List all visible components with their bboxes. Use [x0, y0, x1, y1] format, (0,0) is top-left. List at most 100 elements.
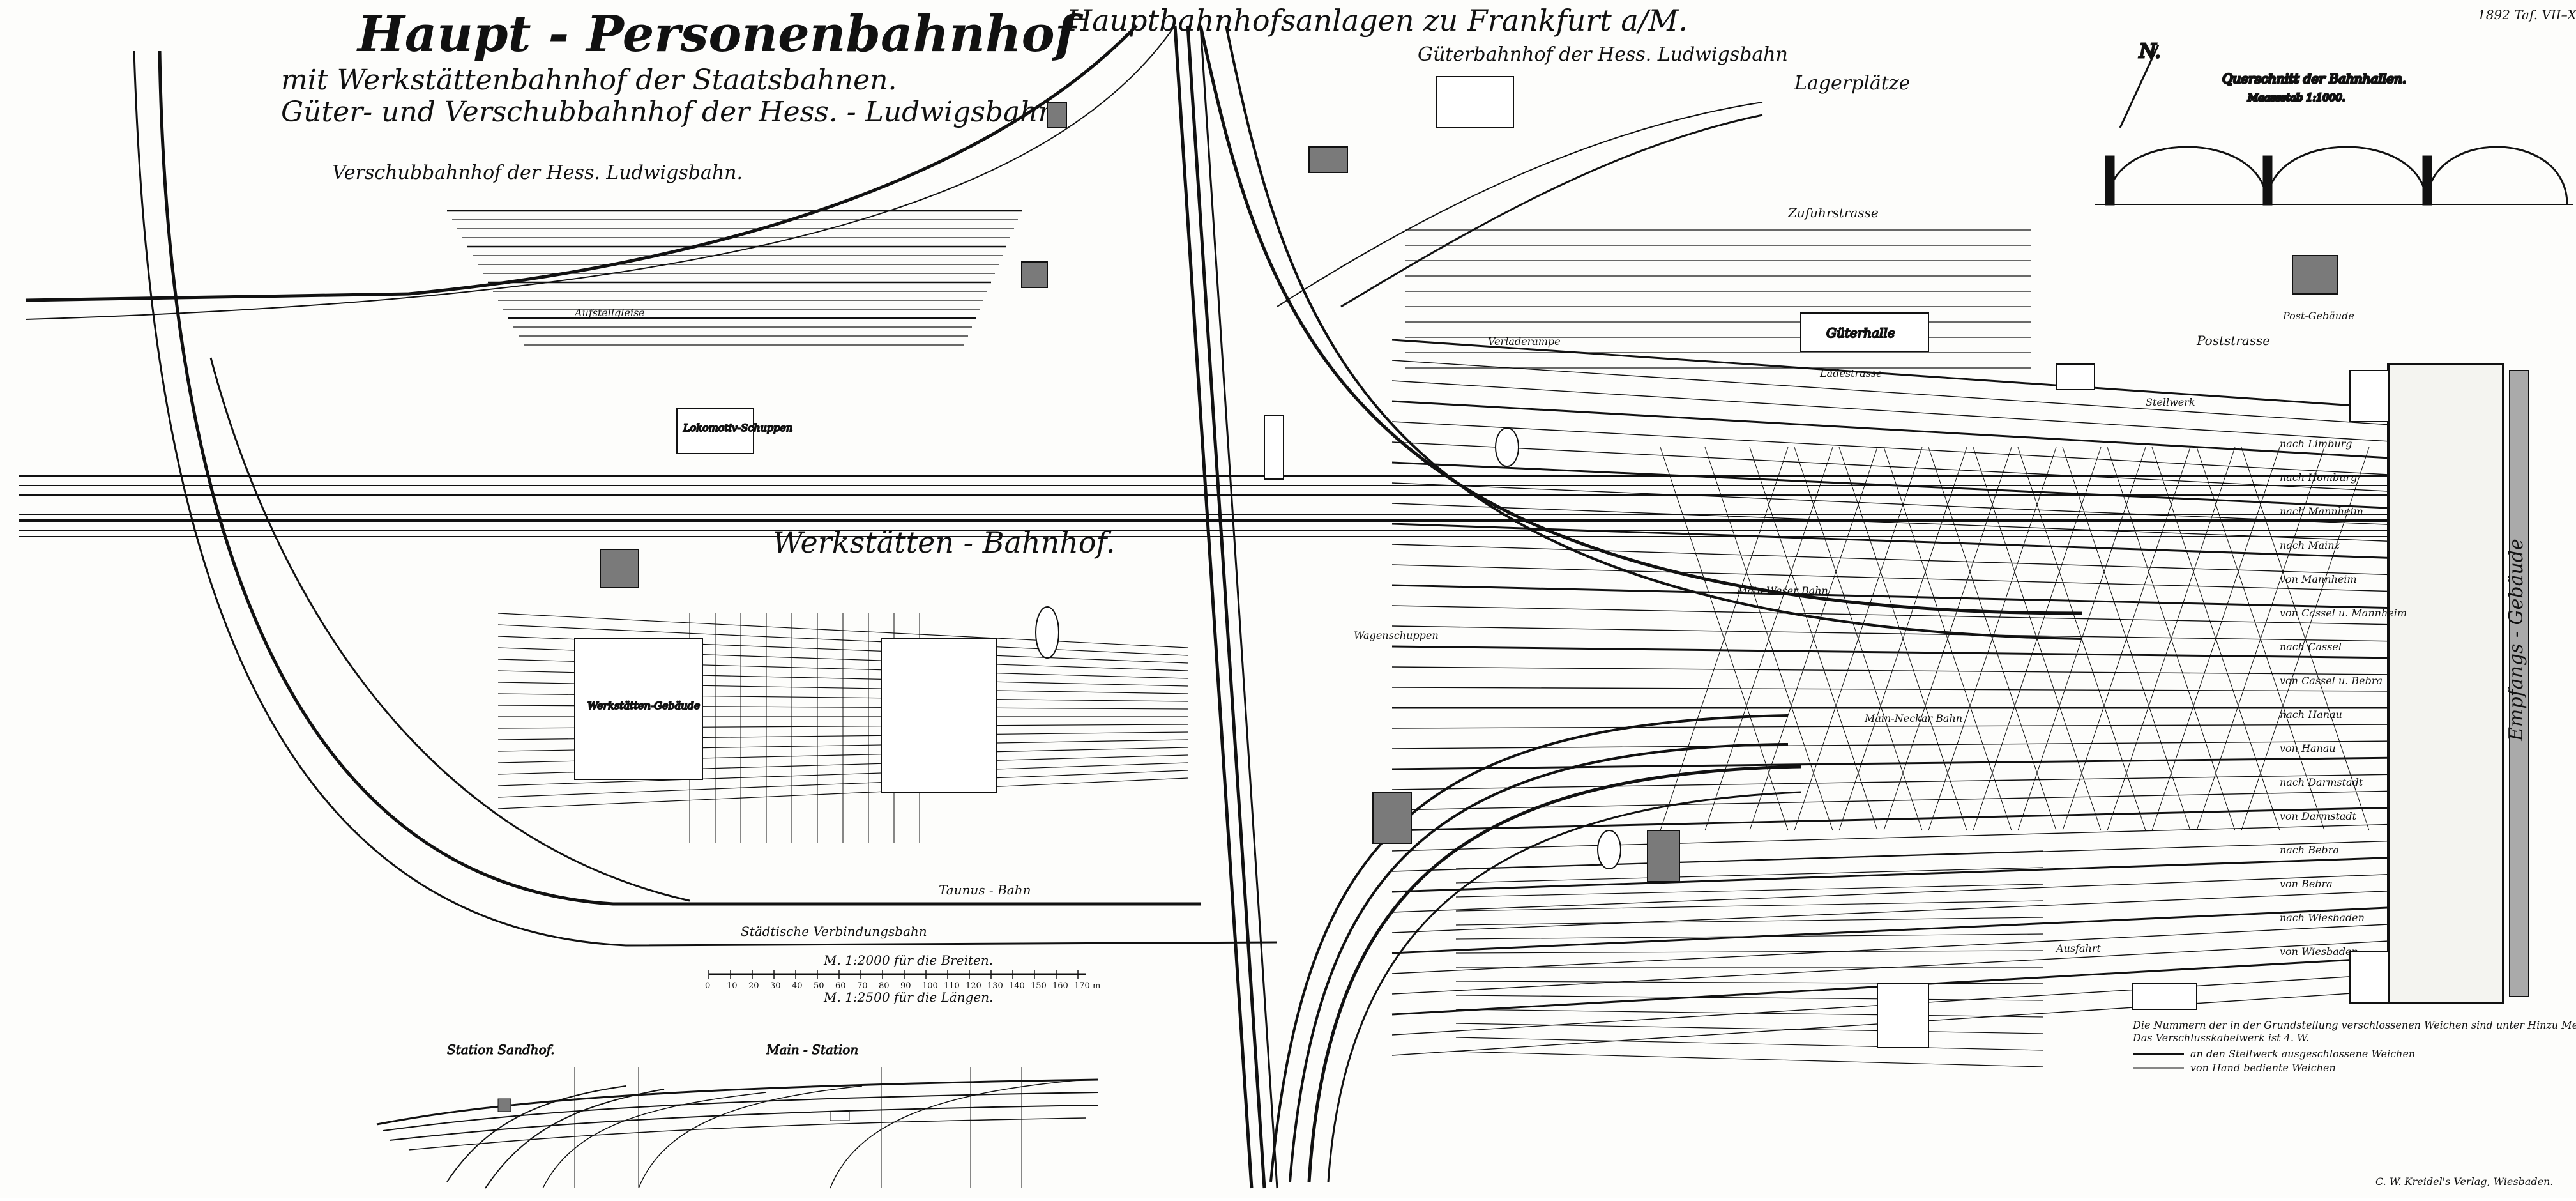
title-line-1: Haupt - Personenbahnhof — [356, 5, 1084, 63]
scale-tick-label: 20 — [748, 981, 759, 991]
scale-tick-label: 50 — [814, 981, 824, 991]
curve-north-east-2 — [1225, 25, 2082, 640]
scale-tick-label: 110 — [944, 981, 960, 991]
werkstaetten-label: Werkstätten-Gebäude — [587, 700, 700, 712]
route-label: von Bebra — [2280, 878, 2333, 890]
empfangs-label: Empfangs - Gebäude — [2505, 539, 2527, 742]
legend-line-1: Die Nummern der in der Grundstellung ver… — [2132, 1019, 2576, 1031]
legend-line-3: an den Stellwerk ausgeschlossene Weichen — [2190, 1048, 2415, 1060]
route-label: nach Cassel — [2280, 641, 2342, 653]
main-station-label: Main - Station — [766, 1042, 858, 1057]
misc-labels: Lagerplätze Zufuhrstrasse Taunus - Bahn … — [573, 72, 2195, 954]
route-label: nach Limburg — [2280, 438, 2352, 450]
tracks — [19, 210, 2402, 1067]
scale-tick-label: 60 — [835, 981, 846, 991]
scale-tick-label: 150 — [1031, 981, 1047, 991]
route-labels: nach Limburg nach Homburg nach Mannheim nac… — [2280, 438, 2407, 958]
scale-tick-label: 0 — [705, 981, 710, 991]
station-building: Empfangs - Gebäude Post-Gebäude Poststra… — [2196, 255, 2529, 1004]
station-sandhof-label: Station Sandhof. — [447, 1042, 555, 1057]
lagerplaetze-label: Lagerplätze — [1794, 72, 1910, 95]
title-line-2: mit Werkstättenbahnhof der Staatsbahnen. — [281, 64, 897, 96]
scale-line-1: M. 1:2000 für die Breiten. — [823, 952, 993, 968]
taunus-bahn-label: Taunus - Bahn — [939, 882, 1031, 898]
scale-tick-label: 30 — [770, 981, 781, 991]
header: Hauptbahnhofsanlagen zu Frankfurt a/M. — [1066, 3, 1688, 38]
label-verschubbahnhof: Verschubbahnhof der Hess. Ludwigsbahn. — [332, 162, 743, 184]
scale-tick-label: 10 — [727, 981, 738, 991]
inset-stations: Station Sandhof. Main - Station — [376, 1042, 1099, 1189]
poststrasse-label: Poststrasse — [2196, 333, 2270, 348]
title-block: Haupt - Personenbahnhof mit Werkstättenb… — [281, 5, 1084, 128]
empfangs-gebaeude — [2387, 363, 2504, 1004]
curves — [25, 24, 2082, 1182]
main-neckar-label: Main-Neckar Bahn — [1864, 712, 1962, 724]
scale-tick-label: 130 — [987, 981, 1003, 991]
route-label: von Darmstadt — [2280, 810, 2357, 822]
route-label: von Cassel u. Bebra — [2280, 675, 2383, 687]
curve-goods-2 — [1277, 102, 1763, 307]
verladerampe-label: Verladerampe — [1488, 335, 1561, 348]
verbindungsbahn-label: Städtische Verbindungsbahn — [741, 924, 927, 939]
legend-line-4: von Hand bediente Weichen — [2190, 1062, 2336, 1074]
curve-west-loop-2 — [133, 50, 1278, 947]
gueterhalle — [1800, 312, 1929, 352]
route-label: nach Bebra — [2280, 844, 2339, 856]
lokomotiv-label: Lokomotiv-Schuppen — [683, 422, 792, 434]
route-label: von Mannheim — [2280, 573, 2357, 585]
curve-north-east-1 — [1199, 25, 2082, 615]
aufstellgleise-label: Aufstellgleise — [573, 307, 645, 319]
scale-tick-label: 80 — [879, 981, 890, 991]
curve-north-yard — [25, 24, 1138, 302]
mainline-diagonal — [1173, 25, 1278, 1189]
gueterhalle-label: Güterhalle — [1826, 325, 1895, 340]
zufuhrstrasse-label: Zufuhrstrasse — [1787, 205, 1879, 220]
legend-line-2: Das Verschlusskabelwerk ist 4. W. — [2132, 1032, 2309, 1044]
werkstaetten-gebaeude — [574, 638, 703, 780]
scale-tick-label: 170 m — [1074, 981, 1100, 991]
ausfahrt-label: Ausfahrt — [2055, 942, 2101, 954]
cross-section-title: Querschnitt der Bahnhallen. — [2222, 71, 2406, 86]
scale-tick-label: 140 — [1009, 981, 1025, 991]
scale-tick-label: 100 — [922, 981, 938, 991]
curve-goods-1 — [1340, 114, 1763, 308]
scale-tick-label: 90 — [900, 981, 911, 991]
curve-south-1 — [1307, 765, 1801, 1182]
hall-arches — [2106, 146, 2568, 205]
route-label: von Wiesbaden — [2280, 945, 2358, 958]
scale-line-2: M. 1:2500 für die Längen. — [823, 990, 993, 1005]
lokomotiv-schuppen — [676, 408, 754, 454]
publisher: C. W. Kreidel's Verlag, Wiesbaden. — [2375, 1175, 2554, 1188]
route-label: nach Darmstadt — [2280, 776, 2363, 788]
main-weser-label: Main-Weser Bahn — [1736, 585, 1828, 597]
scale-bar: M. 1:2000 für die Breiten. 0 10 20 30 40 50 60… — [705, 952, 1100, 1005]
scale-tick-label: 120 — [966, 981, 981, 991]
route-label: nach Hanau — [2280, 708, 2342, 721]
curve-north-yard-2 — [25, 25, 1176, 320]
post-building — [2292, 255, 2338, 295]
stellwerk-label: Stellwerk — [2146, 396, 2195, 408]
wagenschuppen-label: Wagenschuppen — [1354, 629, 1439, 641]
route-label: nach Mainz — [2280, 539, 2340, 551]
scale-tick-label: 40 — [792, 981, 803, 991]
route-label: nach Homburg — [2280, 471, 2357, 484]
route-label: von Cassel u. Mannheim — [2280, 607, 2407, 619]
north-arrow — [2119, 44, 2160, 128]
legend: Die Nummern der in der Grundstellung ver… — [2132, 1019, 2576, 1074]
curve-south-3 — [1269, 714, 1789, 1182]
cross-section-scale: Maassstab 1:1000. — [2247, 91, 2345, 103]
route-label: nach Mannheim — [2280, 505, 2363, 517]
curve-south-4 — [1327, 791, 1801, 1182]
curve-west-inner — [209, 357, 690, 902]
buildings: Lokomotiv-Schuppen Werkstätten-Gebäude G… — [574, 76, 2389, 1048]
label-gueterbahnhof: Güterbahnhof der Hess. Ludwigsbahn — [1418, 43, 1788, 66]
cross-section: Querschnitt der Bahnhallen. Maassstab 1:… — [2095, 40, 2573, 206]
corner-ref: 1892 Taf. VII–XI — [2478, 7, 2576, 22]
post-label: Post-Gebäude — [2282, 310, 2354, 322]
curve-south-2 — [1289, 743, 1789, 1182]
title-line-3: Güter- und Verschubbahnhof der Hess. - L… — [281, 96, 1065, 128]
scale-tick-label: 70 — [857, 981, 868, 991]
